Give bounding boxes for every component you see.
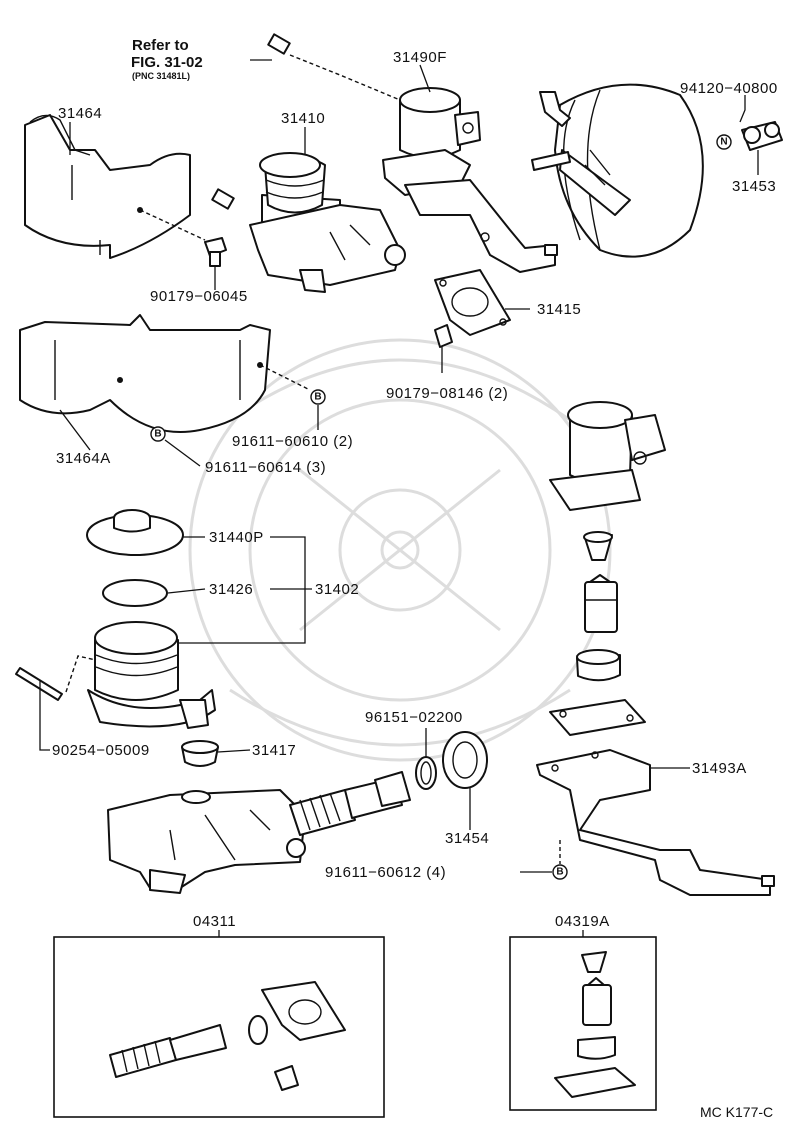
kit-04319A-contents xyxy=(554,951,636,1098)
leader-lines xyxy=(39,59,759,873)
b-mark-2 xyxy=(150,426,166,442)
brake-tube xyxy=(203,33,401,210)
reservoir-31490F xyxy=(382,87,558,273)
b-mark-2-text: B xyxy=(154,429,161,440)
master-cylinder-body xyxy=(107,789,306,894)
label-94120-40800: 94120−40800 xyxy=(680,80,778,97)
label-91611-60614: 91611−60614 (3) xyxy=(205,459,326,476)
figure-code: MC K177-C xyxy=(700,1104,773,1120)
reservoir-cap-31440P xyxy=(86,509,184,556)
b-mark-3 xyxy=(552,864,568,880)
label-31454: 31454 xyxy=(445,830,489,847)
check-valve-31453: N xyxy=(716,121,783,151)
label-31490F: 31490F xyxy=(393,49,447,66)
watermark-emblem xyxy=(188,338,612,762)
b-mark-3-text: B xyxy=(556,867,563,878)
kit-04311-contents xyxy=(109,981,346,1091)
bracket-31493A xyxy=(536,749,775,896)
reservoir-right xyxy=(549,401,666,511)
label-96151-02200: 96151−02200 xyxy=(365,709,463,726)
label-31464A: 31464A xyxy=(56,450,111,467)
label-31440P: 31440P xyxy=(209,529,264,546)
b-mark-1 xyxy=(310,389,326,405)
refer-note-line1: Refer to xyxy=(132,37,189,54)
reservoir-body xyxy=(87,621,216,729)
plate-right xyxy=(549,699,646,736)
label-31426: 31426 xyxy=(209,581,253,598)
heat-shield-31464 xyxy=(24,114,191,259)
b-mark-1-text: B xyxy=(314,392,321,403)
label-04311: 04311 xyxy=(193,913,236,930)
grommet-31417 xyxy=(181,740,219,767)
label-04319A: 04319A xyxy=(555,913,610,930)
label-31493A: 31493A xyxy=(692,760,747,777)
piston-assembly xyxy=(289,771,411,836)
bolt-90179-06045 xyxy=(139,209,227,267)
label-31410: 31410 xyxy=(281,110,325,127)
label-91611-60612: 91611−60612 (4) xyxy=(325,864,446,881)
gasket-31415 xyxy=(434,269,511,336)
label-90254-05009: 90254−05009 xyxy=(52,742,150,759)
snap-ring-96151-02200 xyxy=(415,756,437,790)
label-31402: 31402 xyxy=(315,581,359,598)
seal-cone-right xyxy=(583,531,613,561)
label-91611-60610: 91611−60610 (2) xyxy=(232,433,353,450)
label-31453: 31453 xyxy=(732,178,776,195)
label-90179-06045: 90179−06045 xyxy=(150,288,248,305)
nut-90179-08146 xyxy=(434,324,453,348)
n-mark: N xyxy=(720,137,727,148)
boot-31454 xyxy=(442,731,488,789)
master-cylinder-31410 xyxy=(249,152,406,293)
refer-note-line2: FIG. 31-02 xyxy=(131,54,203,71)
label-31417: 31417 xyxy=(252,742,296,759)
label-31464: 31464 xyxy=(58,105,102,122)
diaphragm-31426 xyxy=(102,579,168,607)
label-90179-08146: 90179−08146 (2) xyxy=(386,385,508,402)
label-31415: 31415 xyxy=(537,301,581,318)
refer-note-line3: (PNC 31481L) xyxy=(132,71,190,81)
brake-booster xyxy=(531,83,704,258)
cap-right xyxy=(576,649,621,682)
pin-90254-05009 xyxy=(15,655,97,701)
valve-plunger-right xyxy=(584,574,618,633)
